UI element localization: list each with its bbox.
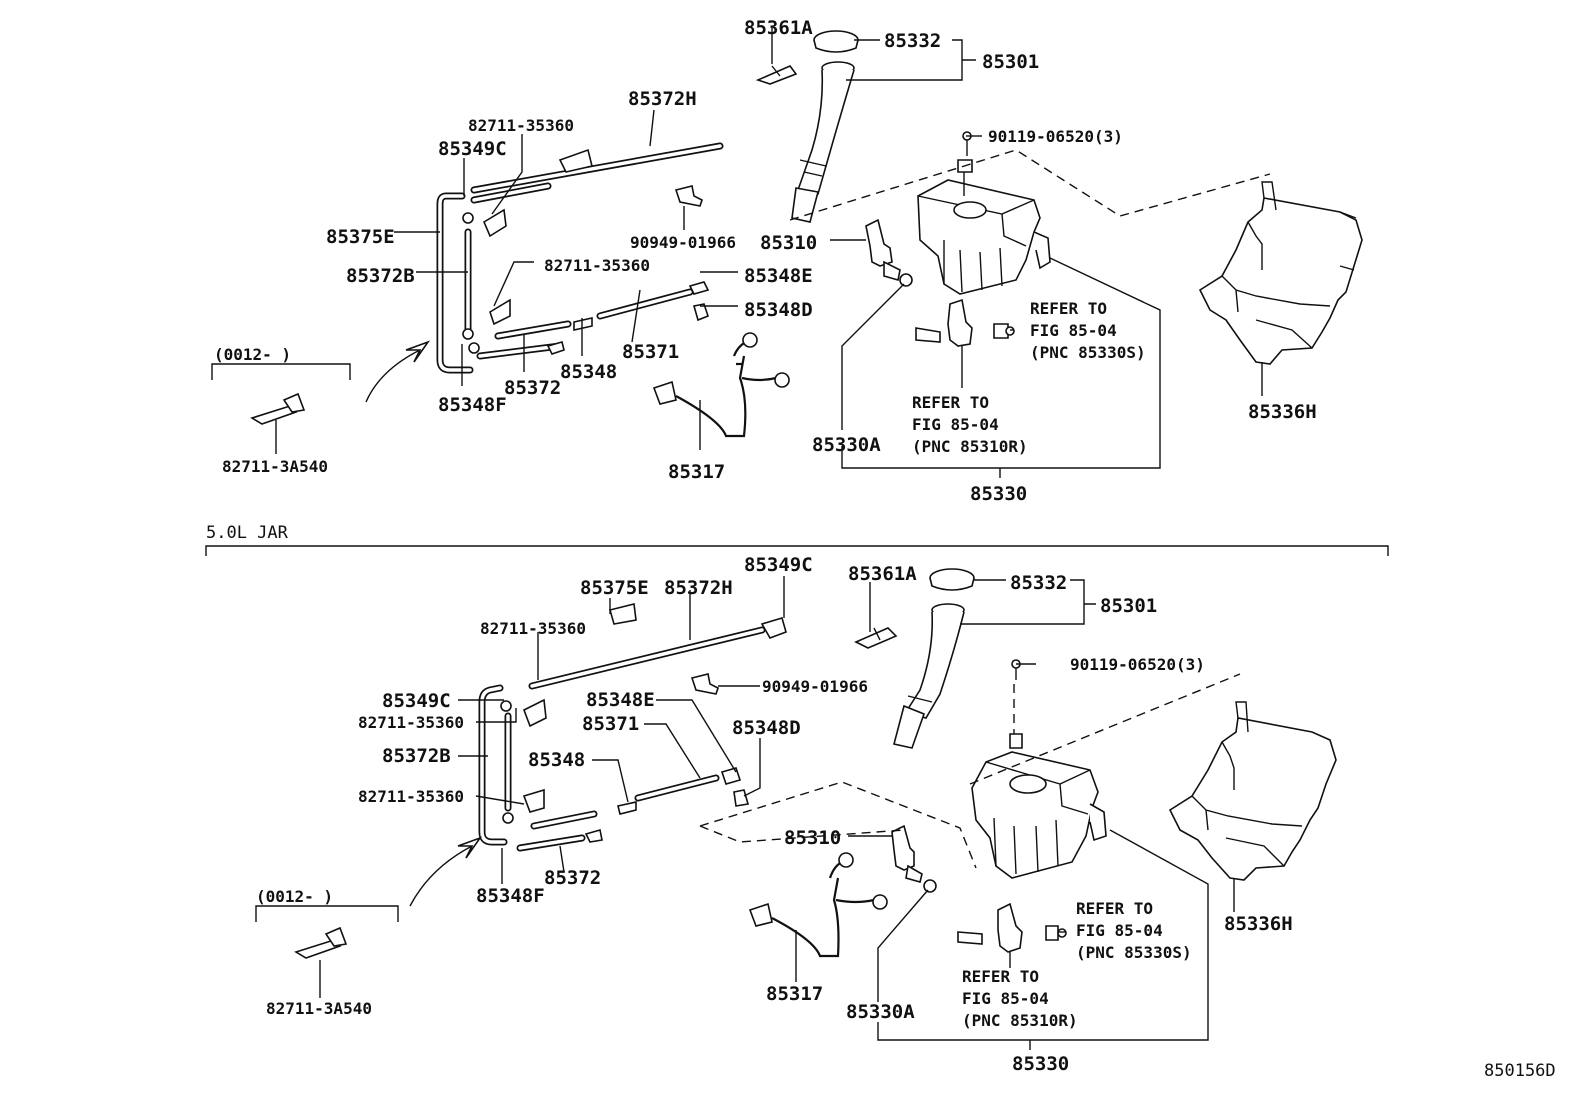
refer-s-line3-lower: (PNC 85330S) [1076,943,1192,962]
label-85348f-upper: 85348F [438,394,507,416]
range-label-upper: (0012- ) [214,345,291,364]
filler-cap-lower [929,568,975,591]
label-85348-upper: 85348 [560,361,617,383]
upper-diagram: 85361A 85332 85301 85372H 82711-35360 85… [211,17,1363,505]
label-85372b-upper: 85372B [346,265,415,287]
label-82711-35360-a-upper: 82711-35360 [468,116,574,135]
label-85349c-upper: 85349C [438,138,507,160]
tank-bracket-lower [1168,701,1337,881]
label-85372h-upper: 85372H [628,88,697,110]
label-85310-upper: 85310 [760,232,817,254]
range-label-lower: (0012- ) [256,887,333,906]
filler-neck [791,61,855,223]
wire-harness [652,332,790,438]
arrow-line-lower [409,845,473,907]
label-82711-35360-a-lower: 82711-35360 [480,619,586,638]
filler-clip-lower [854,627,898,649]
label-85332-lower: 85332 [1010,572,1067,594]
label-90949-upper: 90949-01966 [630,233,736,252]
wire-harness-lower [748,852,888,958]
refer-s-line2-lower: FIG 85-04 [1076,921,1163,940]
label-85361a-upper: 85361A [744,17,813,39]
label-85336h-lower: 85336H [1224,913,1293,935]
label-85332-upper: 85332 [884,30,941,52]
hose-connectors [462,148,710,355]
filler-neck-lower [893,603,965,749]
tank-bracket [1198,181,1363,365]
leader-lines-lower [319,576,1235,1050]
refer-r-line2-upper: FIG 85-04 [912,415,999,434]
label-82711-35360-b-lower: 82711-35360 [358,713,464,732]
washer-tank-lower [971,733,1107,879]
refer-r-line1-upper: REFER TO [912,393,989,412]
tank-bolt-lower [1011,659,1021,680]
section-bracket [205,545,1389,556]
label-90949-lower: 90949-01966 [762,677,868,696]
refer-r-line1-lower: REFER TO [962,967,1039,986]
label-90119-upper: 90119-06520(3) [988,127,1123,146]
label-85317-lower: 85317 [766,983,823,1005]
label-82711-35360-b-upper: 82711-35360 [544,256,650,275]
clip-82711-3a540 [250,392,306,425]
label-82711-3a540-upper: 82711-3A540 [222,457,328,476]
label-85348f-lower: 85348F [476,885,545,907]
arrow-line [365,349,421,403]
label-85372-upper: 85372 [504,377,561,399]
label-85349c-top-lower: 85349C [744,554,813,576]
hose-connectors-lower [500,603,787,843]
label-85301-upper: 85301 [982,51,1039,73]
label-85375e-upper: 85375E [326,226,395,248]
upper-labels: 85361A 85332 85301 85372H 82711-35360 85… [214,17,1317,505]
label-82711-35360-c-lower: 82711-35360 [358,787,464,806]
washer-pump-85310 [865,218,913,287]
refer-s-line1-upper: REFER TO [1030,299,1107,318]
washer-tank [917,159,1051,295]
label-85348e-lower: 85348E [586,689,655,711]
label-85371-upper: 85371 [622,341,679,363]
clip-82711-3a540-lower [294,926,348,959]
filler-clip [755,65,798,85]
refer-r-line3-upper: (PNC 85310R) [912,437,1028,456]
label-85348d-lower: 85348D [732,717,801,739]
label-85330-upper: 85330 [970,483,1027,505]
lower-labels: 85349C 85375E 85372H 85361A 85332 85301 … [256,554,1293,1075]
label-90119-lower: 90119-06520(3) [1070,655,1205,674]
label-85317-upper: 85317 [668,461,725,483]
label-85361a-lower: 85361A [848,563,917,585]
label-85330a-upper: 85330A [812,434,881,456]
refer-s-line2-upper: FIG 85-04 [1030,321,1117,340]
range-bracket-lower [255,905,399,922]
label-85349c-lower: 85349C [382,690,451,712]
label-85371-lower: 85371 [582,713,639,735]
label-85372-lower: 85372 [544,867,601,889]
hose-lines-lower [478,626,766,852]
label-85348e-upper: 85348E [744,265,813,287]
label-85301-lower: 85301 [1100,595,1157,617]
label-85348-lower: 85348 [528,749,585,771]
section-title: 5.0L JAR [206,523,289,543]
label-85330-lower: 85330 [1012,1053,1069,1075]
refer-s-line3-upper: (PNC 85330S) [1030,343,1146,362]
label-85372h-lower: 85372H [664,577,733,599]
filler-cap [813,30,859,53]
label-85310-lower: 85310 [784,827,841,849]
lower-diagram: 85349C 85375E 85372H 85361A 85332 85301 … [255,554,1337,1075]
range-bracket [211,363,351,380]
label-85336h-upper: 85336H [1248,401,1317,423]
washer-pump-85310-lower [891,824,937,893]
washer-pump-85330 [915,298,1015,347]
label-85330a-lower: 85330A [846,1001,915,1023]
label-85372b-lower: 85372B [382,745,451,767]
refer-s-line1-lower: REFER TO [1076,899,1153,918]
leader-lines [275,28,1263,478]
label-85375e-lower: 85375E [580,577,649,599]
refer-r-line3-lower: (PNC 85310R) [962,1011,1078,1030]
figure-id: 850156D [1484,1061,1556,1081]
washer-pump-85330-lower [957,902,1067,953]
refer-r-line2-lower: FIG 85-04 [962,989,1049,1008]
label-85348d-upper: 85348D [744,299,813,321]
label-82711-3a540-lower: 82711-3A540 [266,999,372,1018]
